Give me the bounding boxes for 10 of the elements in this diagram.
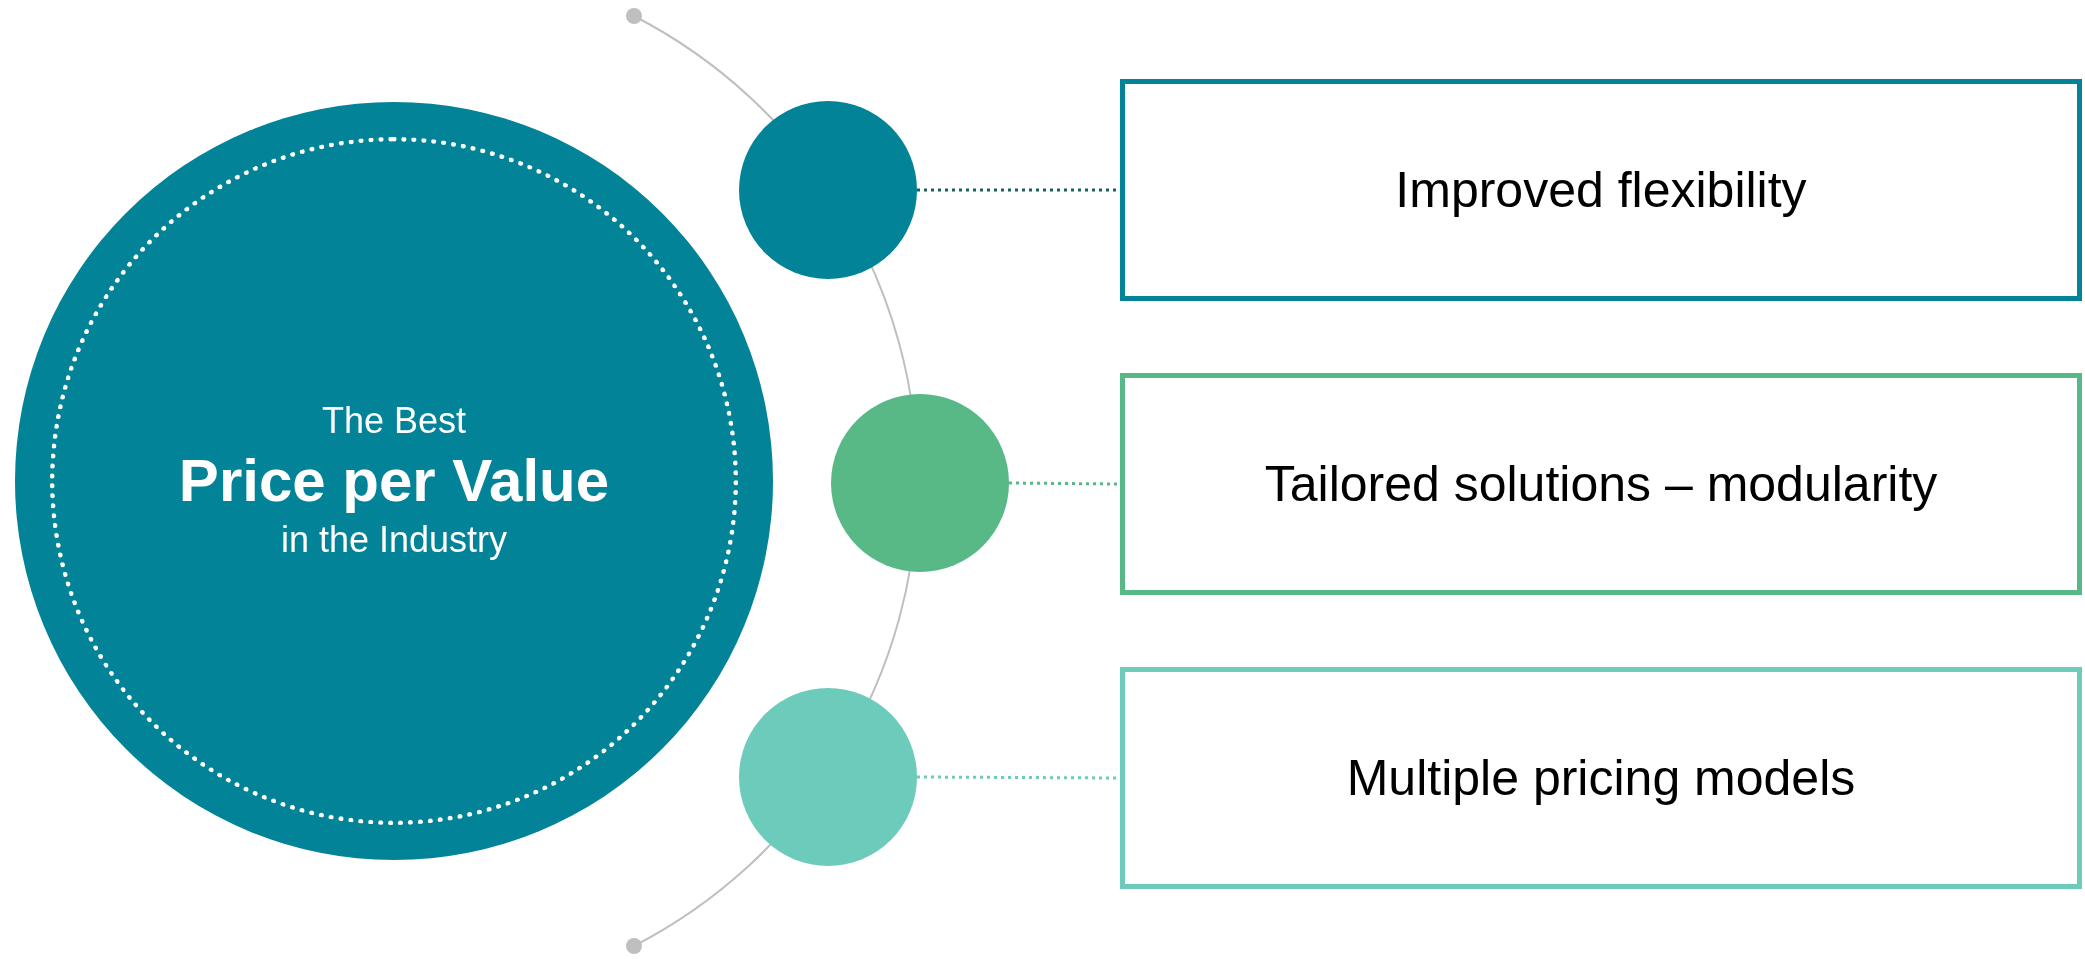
- box-text: Multiple pricing models: [1346, 748, 1856, 808]
- box-text: Tailored solutions – modularity: [1264, 454, 1938, 514]
- headline: Price per Value: [178, 446, 610, 516]
- subtitle: in the Industry: [280, 518, 508, 562]
- subtitle: The Best: [321, 399, 467, 444]
- text-box: [1120, 79, 2082, 301]
- dotted-connector: [1009, 481, 1120, 486]
- text-box: [1120, 667, 2082, 889]
- text-box: [1120, 373, 2082, 595]
- box-text: Improved flexibility: [1395, 160, 1807, 220]
